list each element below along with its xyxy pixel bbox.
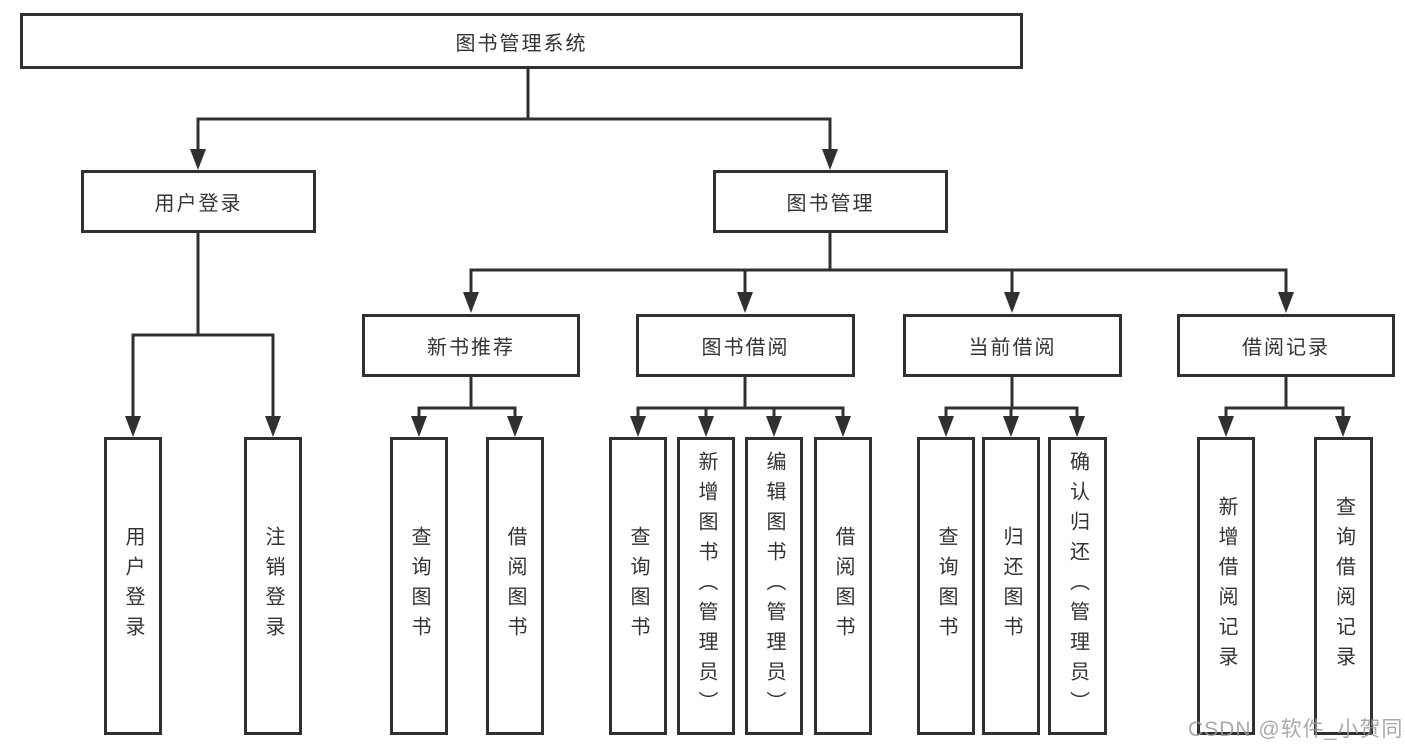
arrowhead-icon xyxy=(1069,416,1085,437)
connector-book-management-to-level3 xyxy=(463,233,1294,313)
node-book-management: 图书管理 xyxy=(713,170,948,233)
node-query-book-current: 查询图书 xyxy=(917,437,975,735)
node-borrow-book-leaf: 借阅图书 xyxy=(814,437,872,735)
arrowhead-icon xyxy=(1278,292,1294,313)
csdn-watermark: CSDN @软件_小贺同学 xyxy=(1188,718,1405,741)
arrowhead-icon xyxy=(1218,416,1234,437)
arrowhead-icon xyxy=(766,416,782,437)
node-label: 归还图书 xyxy=(1000,526,1022,646)
node-borrow-records: 借阅记录 xyxy=(1177,314,1395,377)
arrowhead-icon xyxy=(1004,292,1020,313)
arrowhead-icon xyxy=(938,416,954,437)
connector-current-borrow-to-children xyxy=(938,377,1085,437)
node-label: 编辑图书（管理员） xyxy=(763,451,785,721)
node-user-login: 用户登录 xyxy=(81,170,316,233)
arrowhead-icon xyxy=(190,149,206,170)
node-query-book-recommend: 查询图书 xyxy=(390,437,448,735)
connector-new-book-recommend-to-children xyxy=(411,377,523,437)
node-borrow-book-recommend: 借阅图书 xyxy=(486,437,544,735)
arrowhead-icon xyxy=(822,149,838,170)
node-root: 图书管理系统 xyxy=(20,13,1023,69)
node-add-borrow-record: 新增借阅记录 xyxy=(1197,437,1255,735)
node-return-book: 归还图书 xyxy=(982,437,1040,735)
arrowhead-icon xyxy=(265,416,281,437)
arrowhead-icon xyxy=(630,416,646,437)
node-query-borrow-record: 查询借阅记录 xyxy=(1314,437,1373,735)
node-label: 确认归还（管理员） xyxy=(1066,451,1089,721)
arrowhead-icon xyxy=(835,416,851,437)
node-label: 借阅图书 xyxy=(504,526,526,646)
connector-book-borrow-to-children xyxy=(630,377,851,437)
connector-user-login-to-children xyxy=(125,233,281,437)
node-label: 借阅图书 xyxy=(832,526,854,646)
node-logout: 注销登录 xyxy=(244,437,302,735)
node-label: 查询图书 xyxy=(935,526,957,646)
arrowhead-icon xyxy=(463,292,479,313)
node-label: 新增图书（管理员） xyxy=(695,451,717,721)
node-label: 用户登录 xyxy=(122,526,144,646)
arrowhead-icon xyxy=(125,416,141,437)
node-add-book-admin: 新增图书（管理员） xyxy=(677,437,735,735)
node-label: 新增借阅记录 xyxy=(1215,496,1237,676)
node-new-book-recommend: 新书推荐 xyxy=(362,314,580,377)
node-user-login-leaf: 用户登录 xyxy=(104,437,162,735)
node-confirm-return-admin: 确认归还（管理员） xyxy=(1048,437,1107,735)
arrowhead-icon xyxy=(737,292,753,313)
node-query-book-borrow: 查询图书 xyxy=(609,437,667,735)
node-edit-book-admin: 编辑图书（管理员） xyxy=(745,437,803,735)
arrowhead-icon xyxy=(1003,416,1019,437)
node-current-borrow: 当前借阅 xyxy=(903,314,1122,377)
arrowhead-icon xyxy=(1335,416,1351,437)
arrowhead-icon xyxy=(698,416,714,437)
node-label: 注销登录 xyxy=(262,526,284,646)
node-label: 查询图书 xyxy=(408,526,430,646)
connector-root-to-level2 xyxy=(190,69,838,170)
node-label: 查询图书 xyxy=(627,526,649,646)
connector-borrow-records-to-children xyxy=(1218,377,1351,437)
arrowhead-icon xyxy=(411,416,427,437)
arrowhead-icon xyxy=(507,416,523,437)
node-label: 查询借阅记录 xyxy=(1332,496,1355,676)
node-book-borrow: 图书借阅 xyxy=(636,314,855,377)
